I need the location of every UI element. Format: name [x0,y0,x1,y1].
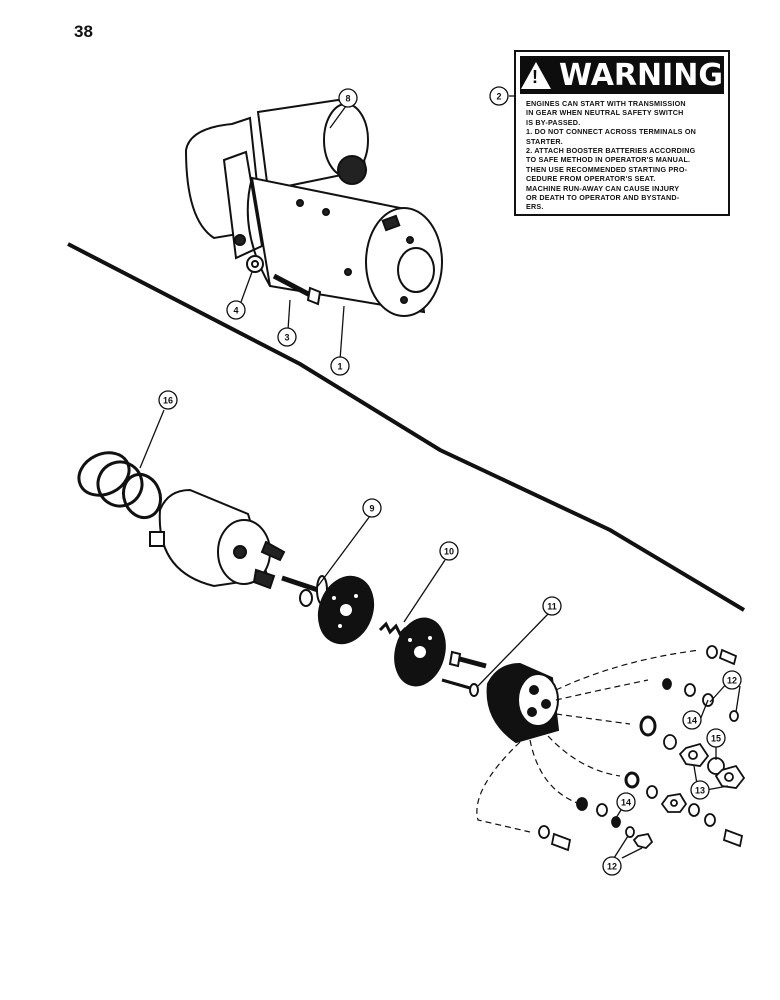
solenoid-exploded-assembly [77,451,560,744]
warning-decal: ! WARNING ENGINES CAN START WITH TRANSMI… [514,50,730,216]
callout-14-lower-label: 14 [621,798,631,808]
starter-motor-assembly [184,98,443,317]
warning-triangle-icon: ! [520,61,551,89]
ring-part-16 [77,451,131,497]
warning-line: MACHINE RUN-AWAY CAN CAUSE INJURY [526,183,680,193]
warning-header: ! WARNING [520,56,724,94]
callout-9-label: 9 [369,504,374,514]
warning-line: STARTER. [526,136,564,146]
callout-2: 2 [489,86,509,106]
warning-line: TO SAFE METHOD IN OPERATOR'S MANUAL. [526,155,691,165]
warning-text: ENGINES CAN START WITH TRANSMISSION IN G… [526,99,718,212]
callout-3-label: 3 [284,333,289,343]
callout-14-upper-label: 14 [687,716,697,726]
terminal-hardware [538,645,746,852]
spring-part-10 [378,621,408,637]
callout-15: 15 [706,728,726,748]
callout-12-lower-label: 12 [607,862,617,872]
warning-line: THEN USE RECOMMENDED STARTING PRO- [526,164,688,174]
callout-12-lower: 12 [602,856,622,876]
plunger-part-9 [281,575,319,593]
callout-8: 8 [338,88,358,108]
callout-9: 9 [362,498,382,518]
callout-13: 13 [690,780,710,800]
callout-12-upper: 12 [722,670,742,690]
callout-10-label: 10 [444,547,454,557]
warning-line: 1. DO NOT CONNECT ACROSS TERMINALS ON [526,127,697,137]
callout-11: 11 [542,596,562,616]
callout-8-label: 8 [345,94,350,104]
callout-15-label: 15 [711,734,721,744]
callout-1-label: 1 [337,362,342,372]
callout-16: 16 [158,390,178,410]
callout-3: 3 [277,327,297,347]
warning-line: ENGINES CAN START WITH TRANSMISSION [526,99,686,108]
warning-line: CEDURE FROM OPERATOR'S SEAT. [526,174,656,184]
callout-14-upper: 14 [682,710,702,730]
callout-13-label: 13 [695,786,705,796]
callout-12-upper-label: 12 [727,676,737,686]
callout-2-label: 2 [496,92,501,102]
warning-line: ERS. [526,202,544,212]
warning-title: WARNING [558,57,724,93]
callout-10: 10 [439,541,459,561]
callout-4: 4 [226,300,246,320]
callout-16-label: 16 [163,396,173,406]
callout-1: 1 [330,356,350,376]
section-divider-line [67,242,746,612]
warning-line: 2. ATTACH BOOSTER BATTERIES ACCORDING [526,146,696,156]
warning-line: OR DEATH TO OPERATOR AND BYSTAND- [526,193,680,203]
callout-11-label: 11 [547,602,557,612]
callout-14-lower: 14 [616,792,636,812]
page-number: 38 [74,22,93,41]
warning-line: IS BY-PASSED. [526,117,581,127]
callout-4-label: 4 [233,306,238,316]
bolt-part-3 [272,273,314,299]
warning-line: IN GEAR WHEN NEUTRAL SAFETY SWITCH [526,108,684,118]
